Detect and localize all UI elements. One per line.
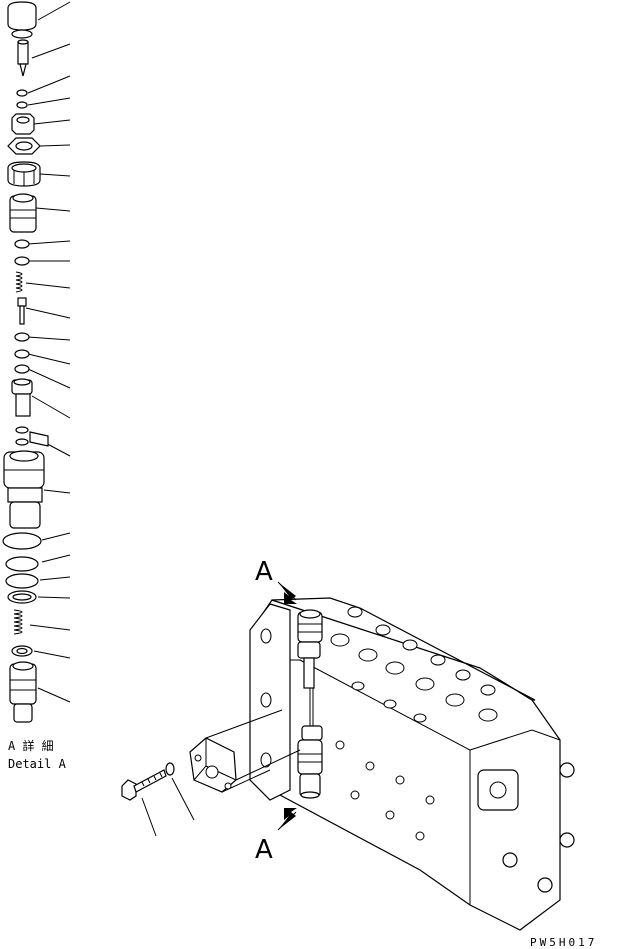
hex-nut-part (11, 113, 35, 135)
backup-ring-part (16, 101, 28, 109)
o-ring-part (14, 239, 30, 249)
sleeve-part (11, 378, 33, 417)
small-o-ring-part (16, 89, 28, 97)
seat-ring-part (7, 590, 37, 604)
exploded-parts-column: A 詳 細 Detail A (2, 1, 71, 771)
view-marker-top: A (255, 557, 273, 587)
hex-cap-part (7, 161, 41, 187)
valve-plug-part (9, 661, 37, 723)
detail-caption-en: Detail A (8, 757, 67, 771)
valve-body-part (3, 450, 45, 529)
o-ring-5-part (14, 364, 30, 374)
detail-caption-jp: A 詳 細 (8, 738, 54, 753)
large-o-ring-part (2, 532, 42, 550)
pin-part (17, 297, 27, 325)
o-ring-4-part (14, 349, 30, 359)
lower-valve-cartridge (297, 725, 323, 799)
o-ring-6-part (5, 556, 39, 572)
plug-part (7, 1, 37, 39)
collar-part (11, 645, 33, 657)
view-marker-bottom: A (255, 835, 273, 865)
view-arrow-top (277, 581, 297, 604)
retainer-part (15, 426, 49, 447)
washer-part (165, 762, 175, 776)
spool-stem-part (17, 39, 29, 77)
spring-part (15, 271, 23, 293)
flange-bolt (121, 769, 167, 801)
valve-assembly: A A (121, 557, 575, 931)
o-ring-2-part (14, 256, 30, 266)
upper-valve-cartridge (297, 609, 323, 689)
valve-spool-part (9, 193, 37, 233)
view-arrow-bottom (277, 808, 297, 831)
snap-ring-part (5, 573, 39, 589)
valve-housing (249, 597, 575, 931)
flat-gasket-part (7, 137, 41, 155)
spring-2-part (13, 609, 23, 635)
o-ring-3-part (14, 332, 30, 342)
drawing-code: PW5H017 (530, 936, 597, 949)
flange-block (189, 737, 237, 793)
leader-lines (25, 1, 71, 703)
